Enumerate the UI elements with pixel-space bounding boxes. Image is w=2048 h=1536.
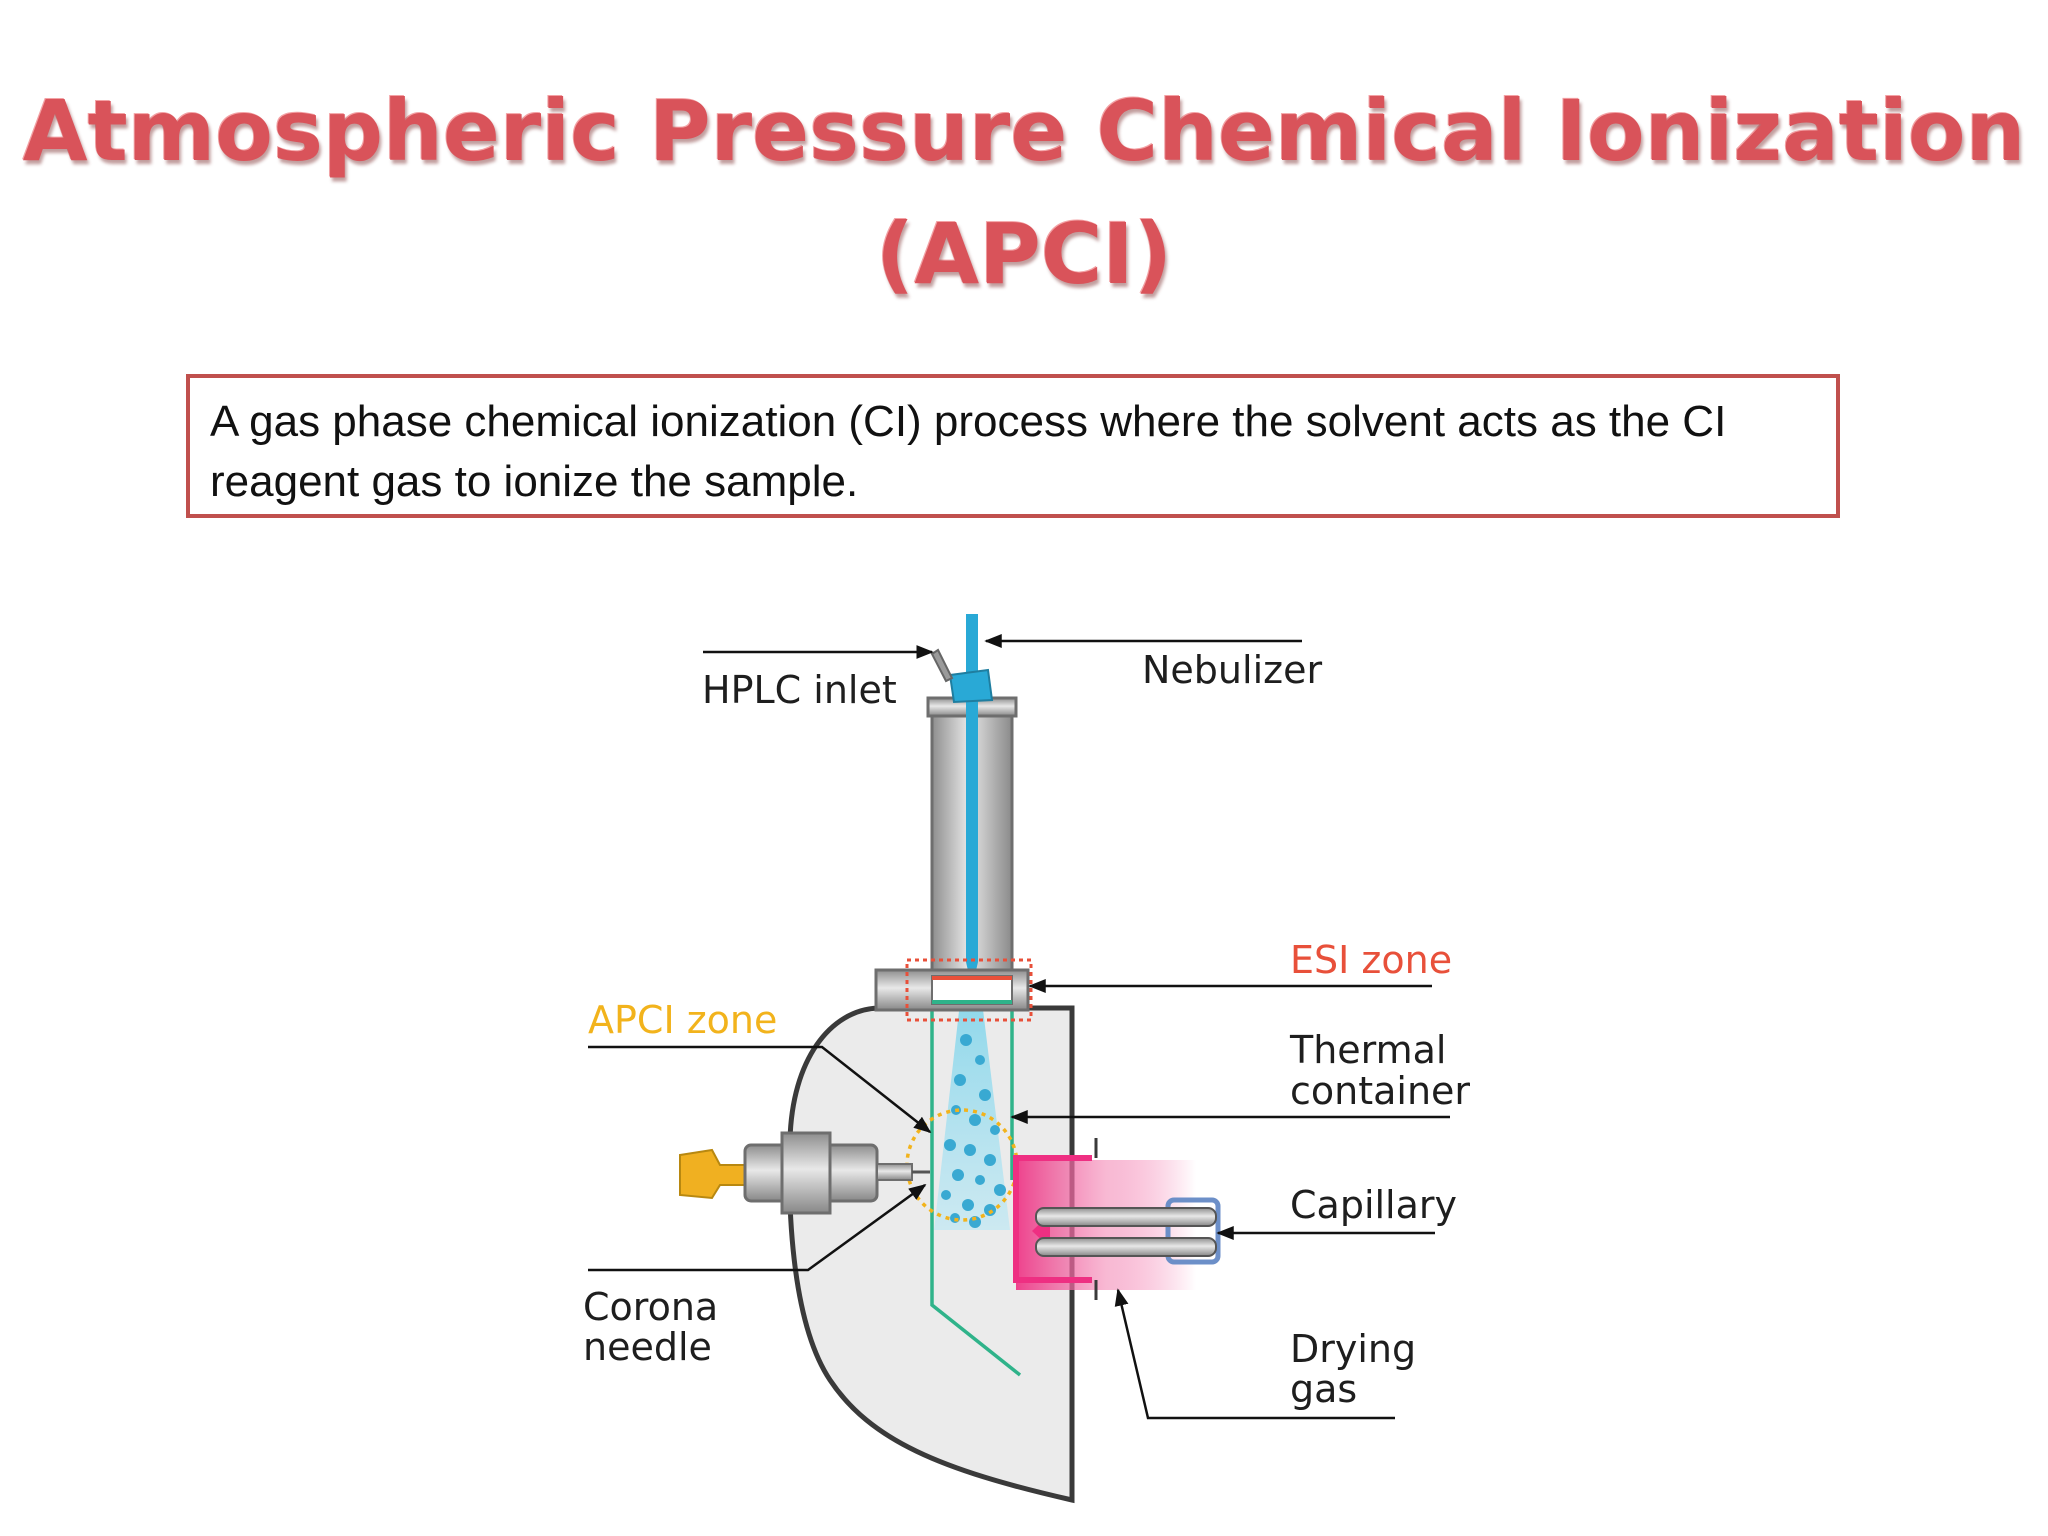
label-hplc-inlet: HPLC inlet xyxy=(702,668,897,712)
label-nebulizer: Nebulizer xyxy=(1142,648,1322,692)
corona-needle-connector xyxy=(679,1148,746,1200)
label-thermal-container-line1: Thermal xyxy=(1289,1028,1447,1072)
title-line-2: (APCI) xyxy=(875,205,1173,303)
spray-plume xyxy=(934,985,1010,1230)
capillary-tube-bottom xyxy=(1035,1237,1217,1257)
label-apci-zone: APCI zone xyxy=(588,998,777,1042)
drying-gas-housing xyxy=(1013,1155,1092,1283)
thermal-container xyxy=(930,1000,1022,1377)
definition-box: A gas phase chemical ionization (CI) pro… xyxy=(186,374,1840,518)
hplc-inlet-fitting xyxy=(948,668,994,704)
label-drying-gas-line1: Drying xyxy=(1290,1327,1416,1371)
title-line-1: Atmospheric Pressure Chemical Ionization xyxy=(22,82,2026,180)
capillary-tube-top xyxy=(1035,1207,1217,1227)
label-capillary: Capillary xyxy=(1290,1183,1457,1227)
nebulizer-tube xyxy=(966,614,978,962)
label-thermal-container-line2: container xyxy=(1290,1069,1470,1113)
label-esi-zone: ESI zone xyxy=(1290,938,1452,982)
label-corona-needle-line2: needle xyxy=(583,1325,712,1369)
label-corona-needle-line1: Corona xyxy=(583,1285,718,1329)
label-drying-gas-line2: gas xyxy=(1290,1367,1357,1411)
